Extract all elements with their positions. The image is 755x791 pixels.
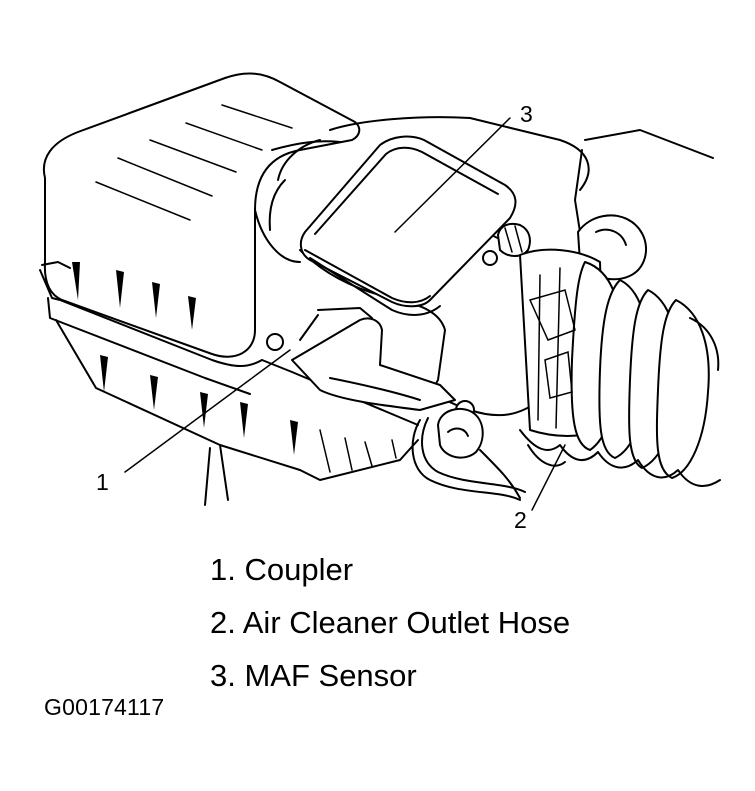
air-intake-diagram: 1 2 3	[39, 72, 721, 530]
legend-item-maf-sensor: 3. MAF Sensor	[210, 658, 417, 693]
legend-list: 1. Coupler 2. Air Cleaner Outlet Hose 3.…	[210, 543, 570, 702]
outlet-hose	[519, 248, 721, 487]
leader-line-2	[531, 444, 566, 511]
callout-2: 2	[514, 507, 527, 530]
callout-1: 1	[96, 469, 109, 495]
air-cleaner-housing	[39, 72, 419, 506]
leader-line-1	[124, 349, 291, 473]
wire-harness	[411, 407, 526, 501]
legend-item-air-cleaner-outlet-hose: 2. Air Cleaner Outlet Hose	[210, 605, 571, 640]
callout-3: 3	[520, 101, 533, 127]
callout-leaders	[124, 117, 566, 511]
figure-id: G00174117	[44, 694, 165, 720]
maf-sensor	[266, 135, 541, 422]
leader-line-3	[394, 117, 511, 233]
legend-item-coupler: 1. Coupler	[210, 552, 354, 587]
